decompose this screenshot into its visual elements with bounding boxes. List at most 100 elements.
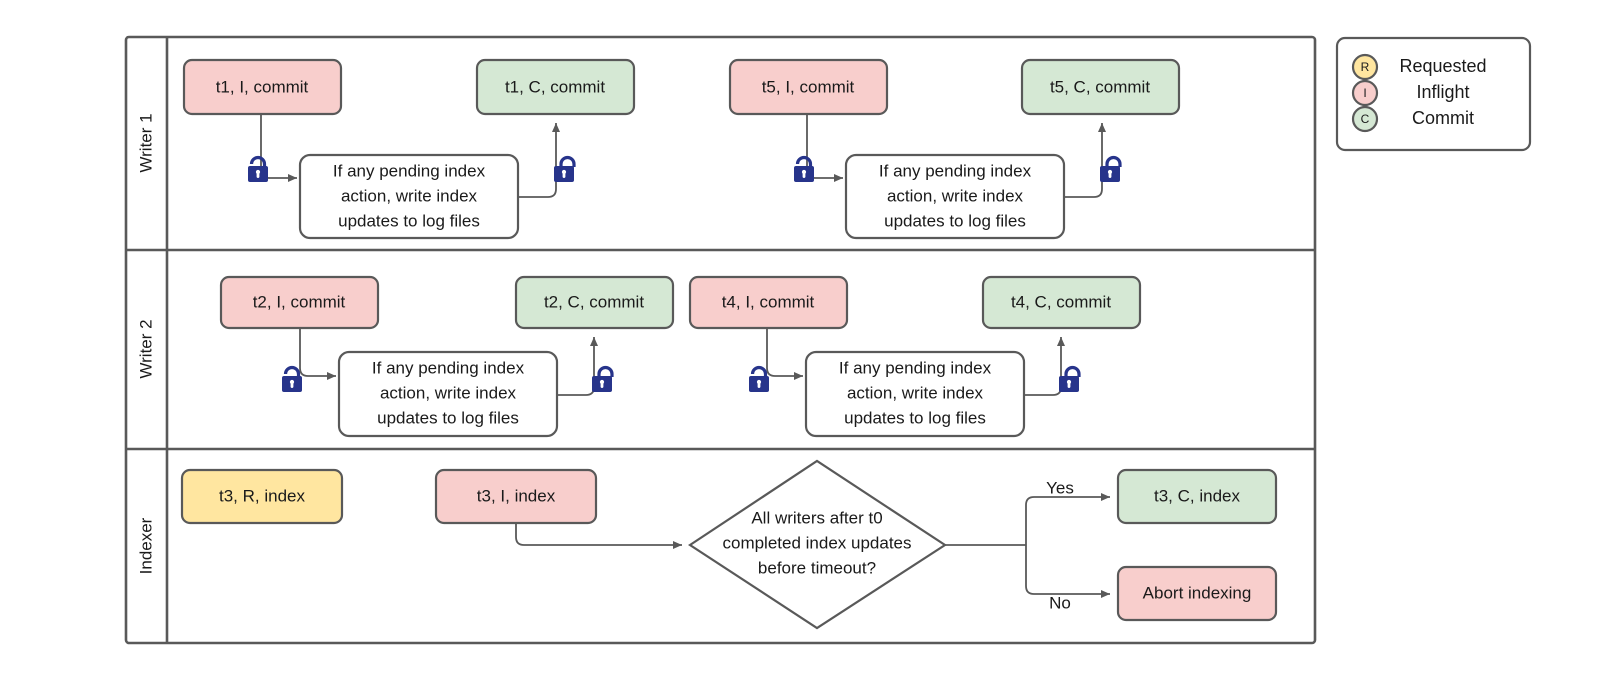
lock-open-icon — [1100, 155, 1122, 182]
legend-item-requested: R Requested — [1351, 53, 1487, 81]
node-t1-commit-commit[interactable]: t1, C, commit — [475, 58, 636, 116]
legend-commit-glyph: C — [1361, 112, 1370, 126]
node-t5-commit-commit-label: t5, C, commit — [1050, 77, 1150, 96]
node-abort-indexing-shape[interactable] — [1116, 565, 1278, 622]
node-writer1-process-1[interactable]: If any pending index action, write index… — [298, 153, 520, 240]
lock-closed-icon — [248, 155, 268, 182]
lock-open-icon — [1059, 365, 1081, 392]
node-decision-all-writers[interactable]: All writers after t0 completed index upd… — [687, 459, 948, 630]
node-t3-inflight-index[interactable]: t3, I, index — [434, 468, 598, 525]
node-t2-commit-commit-label: t2, C, commit — [544, 292, 644, 311]
node-writer1-process-2[interactable]: If any pending index action, write index… — [844, 153, 1066, 240]
legend-item-inflight: I Inflight — [1351, 79, 1470, 107]
connector-t3-inflight-to-decision — [515, 523, 682, 549]
node-t1-inflight-commit[interactable]: t1, I, commit — [182, 58, 343, 116]
node-abort-indexing[interactable]: Abort indexing — [1116, 565, 1278, 622]
node-writer2-process-1-shape[interactable] — [337, 350, 559, 438]
node-t5-commit-commit-shape[interactable] — [1020, 58, 1181, 116]
node-writer2-process-1[interactable]: If any pending index action, write index… — [337, 350, 559, 438]
node-t3-requested-index[interactable]: t3, R, index — [180, 468, 344, 525]
node-t5-commit-commit[interactable]: t5, C, commit — [1020, 58, 1181, 116]
lock-closed-icon — [282, 365, 302, 392]
connector-t4-inflight-to-process — [766, 328, 803, 380]
connector-decision-no — [1025, 545, 1110, 598]
node-t4-commit-commit[interactable]: t4, C, commit — [981, 275, 1142, 330]
node-t3-commit-index[interactable]: t3, C, index — [1116, 468, 1278, 525]
node-t3-requested-index-shape[interactable] — [180, 468, 344, 525]
edge-label-no: No — [1049, 593, 1071, 612]
lock-closed-icon — [749, 365, 769, 392]
lock-open-icon — [554, 155, 576, 182]
node-t2-inflight-commit-shape[interactable] — [219, 275, 380, 330]
lane-label-indexer: Indexer — [136, 517, 155, 574]
node-decision-line-2: completed index updates — [722, 533, 911, 552]
node-writer1-process-2-shape[interactable] — [844, 153, 1066, 240]
legend-inflight-icon — [1351, 79, 1379, 107]
node-t2-inflight-commit[interactable]: t2, I, commit — [219, 275, 380, 330]
node-writer2-process-2-line-2: action, write index — [847, 383, 984, 402]
node-t3-commit-index-shape[interactable] — [1116, 468, 1278, 525]
lane-label-writer-1-text: Writer 1 — [136, 113, 155, 172]
node-writer2-process-2[interactable]: If any pending index action, write index… — [804, 350, 1026, 438]
node-writer2-process-1-line-2: action, write index — [380, 383, 517, 402]
node-t1-commit-commit-shape[interactable] — [475, 58, 636, 116]
node-t4-inflight-commit-label: t4, I, commit — [722, 292, 815, 311]
node-t3-commit-index-label: t3, C, index — [1154, 486, 1240, 505]
node-t4-commit-commit-shape[interactable] — [981, 275, 1142, 330]
node-writer2-process-2-line-3: updates to log files — [844, 408, 986, 427]
legend-panel-border — [1335, 36, 1532, 152]
node-writer1-process-1-shape[interactable] — [298, 153, 520, 240]
lane-label-writer-2-text: Writer 2 — [136, 319, 155, 378]
node-t4-commit-commit-label: t4, C, commit — [1011, 292, 1111, 311]
connector-t1-process-to-commit — [517, 123, 560, 198]
node-abort-indexing-label: Abort indexing — [1143, 583, 1252, 602]
connector-decision-yes — [1025, 493, 1110, 545]
node-writer1-process-1-line-1: If any pending index — [333, 161, 486, 180]
legend-inflight-label: Inflight — [1416, 82, 1469, 102]
node-t1-inflight-commit-shape[interactable] — [182, 58, 343, 116]
node-t1-inflight-commit-label: t1, I, commit — [216, 77, 309, 96]
node-t5-inflight-commit-shape[interactable] — [728, 58, 889, 116]
node-writer2-process-2-line-1: If any pending index — [839, 358, 992, 377]
pool-frame-group — [124, 35, 1317, 645]
node-t2-inflight-commit-label: t2, I, commit — [253, 292, 346, 311]
node-t3-requested-index-label: t3, R, index — [219, 486, 305, 505]
indexer-connectors — [515, 493, 1110, 598]
node-writer1-process-1-line-3: updates to log files — [338, 211, 480, 230]
lock-closed-icon — [794, 155, 814, 182]
lane-label-indexer-text: Indexer — [136, 517, 155, 574]
node-writer1-process-2-line-1: If any pending index — [879, 161, 1032, 180]
node-t5-inflight-commit-label: t5, I, commit — [762, 77, 855, 96]
connector-t2-process-to-commit — [556, 337, 598, 396]
node-decision-all-writers-shape[interactable] — [687, 459, 948, 630]
node-t2-commit-commit[interactable]: t2, C, commit — [514, 275, 675, 330]
pool-outer-border — [124, 35, 1317, 645]
legend-requested-label: Requested — [1399, 56, 1486, 76]
edge-label-yes: Yes — [1046, 478, 1074, 497]
node-writer1-process-1-line-2: action, write index — [341, 186, 478, 205]
legend-commit-label: Commit — [1412, 108, 1474, 128]
connector-t2-inflight-to-process — [299, 328, 336, 380]
node-t2-commit-commit-shape[interactable] — [514, 275, 675, 330]
lane-label-writer-2: Writer 2 — [136, 319, 155, 378]
node-writer1-process-2-line-2: action, write index — [887, 186, 1024, 205]
node-writer2-process-1-line-1: If any pending index — [372, 358, 525, 377]
node-t5-inflight-commit[interactable]: t5, I, commit — [728, 58, 889, 116]
legend-requested-icon — [1351, 53, 1379, 81]
legend-requested-glyph: R — [1361, 60, 1370, 74]
node-t3-inflight-index-label: t3, I, index — [477, 486, 556, 505]
lane-label-writer-1: Writer 1 — [136, 113, 155, 172]
node-decision-line-1: All writers after t0 — [751, 508, 882, 527]
node-t1-commit-commit-label: t1, C, commit — [505, 77, 605, 96]
node-t4-inflight-commit-shape[interactable] — [688, 275, 849, 330]
legend-inflight-glyph: I — [1363, 86, 1366, 100]
connector-t4-process-to-commit — [1023, 337, 1065, 396]
node-decision-line-3: before timeout? — [758, 558, 876, 577]
lock-open-icon — [592, 365, 614, 392]
node-writer2-process-2-shape[interactable] — [804, 350, 1026, 438]
node-t3-inflight-index-shape[interactable] — [434, 468, 598, 525]
legend-item-commit: C Commit — [1351, 105, 1474, 133]
node-t4-inflight-commit[interactable]: t4, I, commit — [688, 275, 849, 330]
connector-t5-process-to-commit — [1063, 123, 1106, 198]
